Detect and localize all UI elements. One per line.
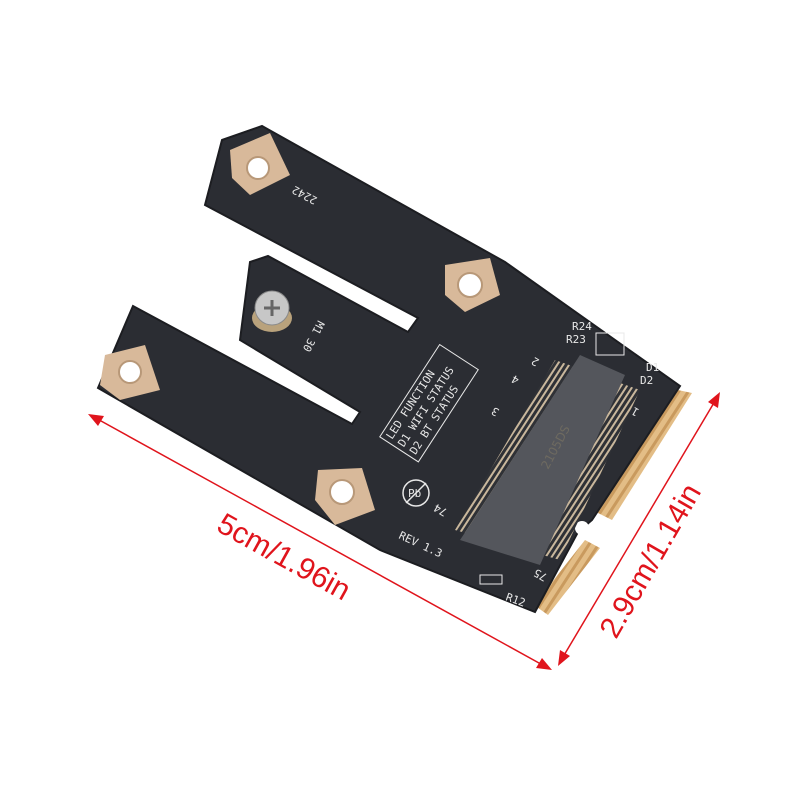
d1-label: D1 [646, 361, 659, 374]
resistor-pads [595, 332, 625, 356]
m2-connector: 2105DS [455, 355, 640, 565]
r24-label: R24 [572, 320, 592, 333]
pin-75-label: 75 [532, 566, 550, 584]
r12-pad [479, 574, 503, 585]
screw [252, 290, 292, 332]
d2-label: D2 [640, 374, 653, 387]
gold-finger-contacts [534, 382, 692, 615]
r23-label: R23 [566, 333, 586, 346]
pb-free-icon: Pb [402, 479, 430, 507]
mounting-holes [100, 133, 500, 525]
pb-label: Pb [408, 487, 421, 500]
key-notch [575, 521, 589, 535]
r12-label: R12 [504, 591, 527, 610]
pin-74-label: 74 [431, 501, 449, 519]
